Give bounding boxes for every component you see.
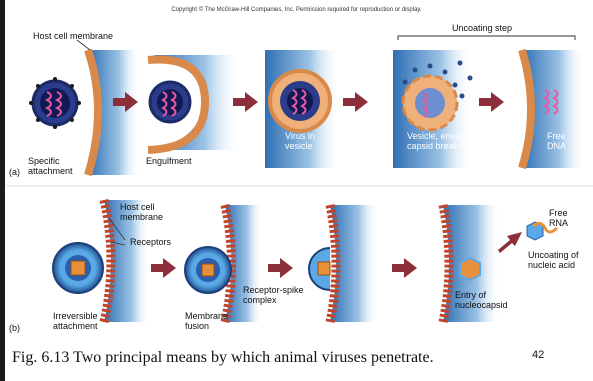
label-uncoating-nucleic-acid: Uncoating of nucleic acid [528, 250, 579, 270]
label-vesicle-breakdown: Vesicle, envelope, and capsid break down [407, 131, 497, 151]
arrow-a3 [343, 92, 368, 112]
uncoating-bracket [398, 36, 575, 40]
label-virus-in-vesicle: Virus in vesicle [285, 131, 315, 151]
arrow-b1 [151, 258, 176, 278]
vesicle-a3 [270, 71, 330, 131]
arrow-b4 [498, 232, 522, 253]
arrow-a4 [479, 92, 504, 112]
membrane-a1 [88, 50, 98, 175]
label-free-rna: Free RNA [549, 208, 568, 228]
figure-caption: Fig. 6.13 Two principal means by which a… [12, 349, 434, 367]
membrane-a5 [522, 50, 531, 168]
panel-a-tag: (a) [9, 167, 20, 177]
label-host-cell-membrane-a: Host cell membrane [33, 31, 113, 41]
label-irreversible-attachment: Irreversible attachment [53, 311, 98, 331]
label-receptors: Receptors [130, 237, 171, 247]
arrow-b2 [268, 258, 293, 278]
virus-b1 [53, 243, 103, 293]
virus-b2 [185, 247, 231, 293]
label-free-dna: Free DNA [547, 131, 566, 151]
panel-a-art [29, 36, 585, 175]
label-entry-of-nucleocapsid: Entry of nucleocapsid [455, 290, 508, 310]
cytoplasm-b3 [330, 205, 378, 322]
panel-b-tag: (b) [9, 323, 20, 333]
virus-a1 [29, 77, 81, 129]
arrow-b3 [392, 258, 417, 278]
nucleocapsid-b4 [460, 258, 480, 280]
label-receptor-spike-complex: Receptor-spike complex [243, 285, 304, 305]
label-specific-attachment: Specific attachment [28, 156, 73, 176]
label-host-cell-membrane-b: Host cell membrane [120, 202, 163, 222]
leader-host-membrane [77, 40, 90, 50]
virus-a2 [150, 82, 190, 122]
label-membrane-fusion: Membrane fusion [185, 311, 228, 331]
label-engulfment: Engulfment [146, 156, 192, 166]
page-number: 42 [532, 349, 544, 361]
label-uncoating-step: Uncoating step [452, 23, 512, 33]
virus-b3 [309, 248, 330, 290]
